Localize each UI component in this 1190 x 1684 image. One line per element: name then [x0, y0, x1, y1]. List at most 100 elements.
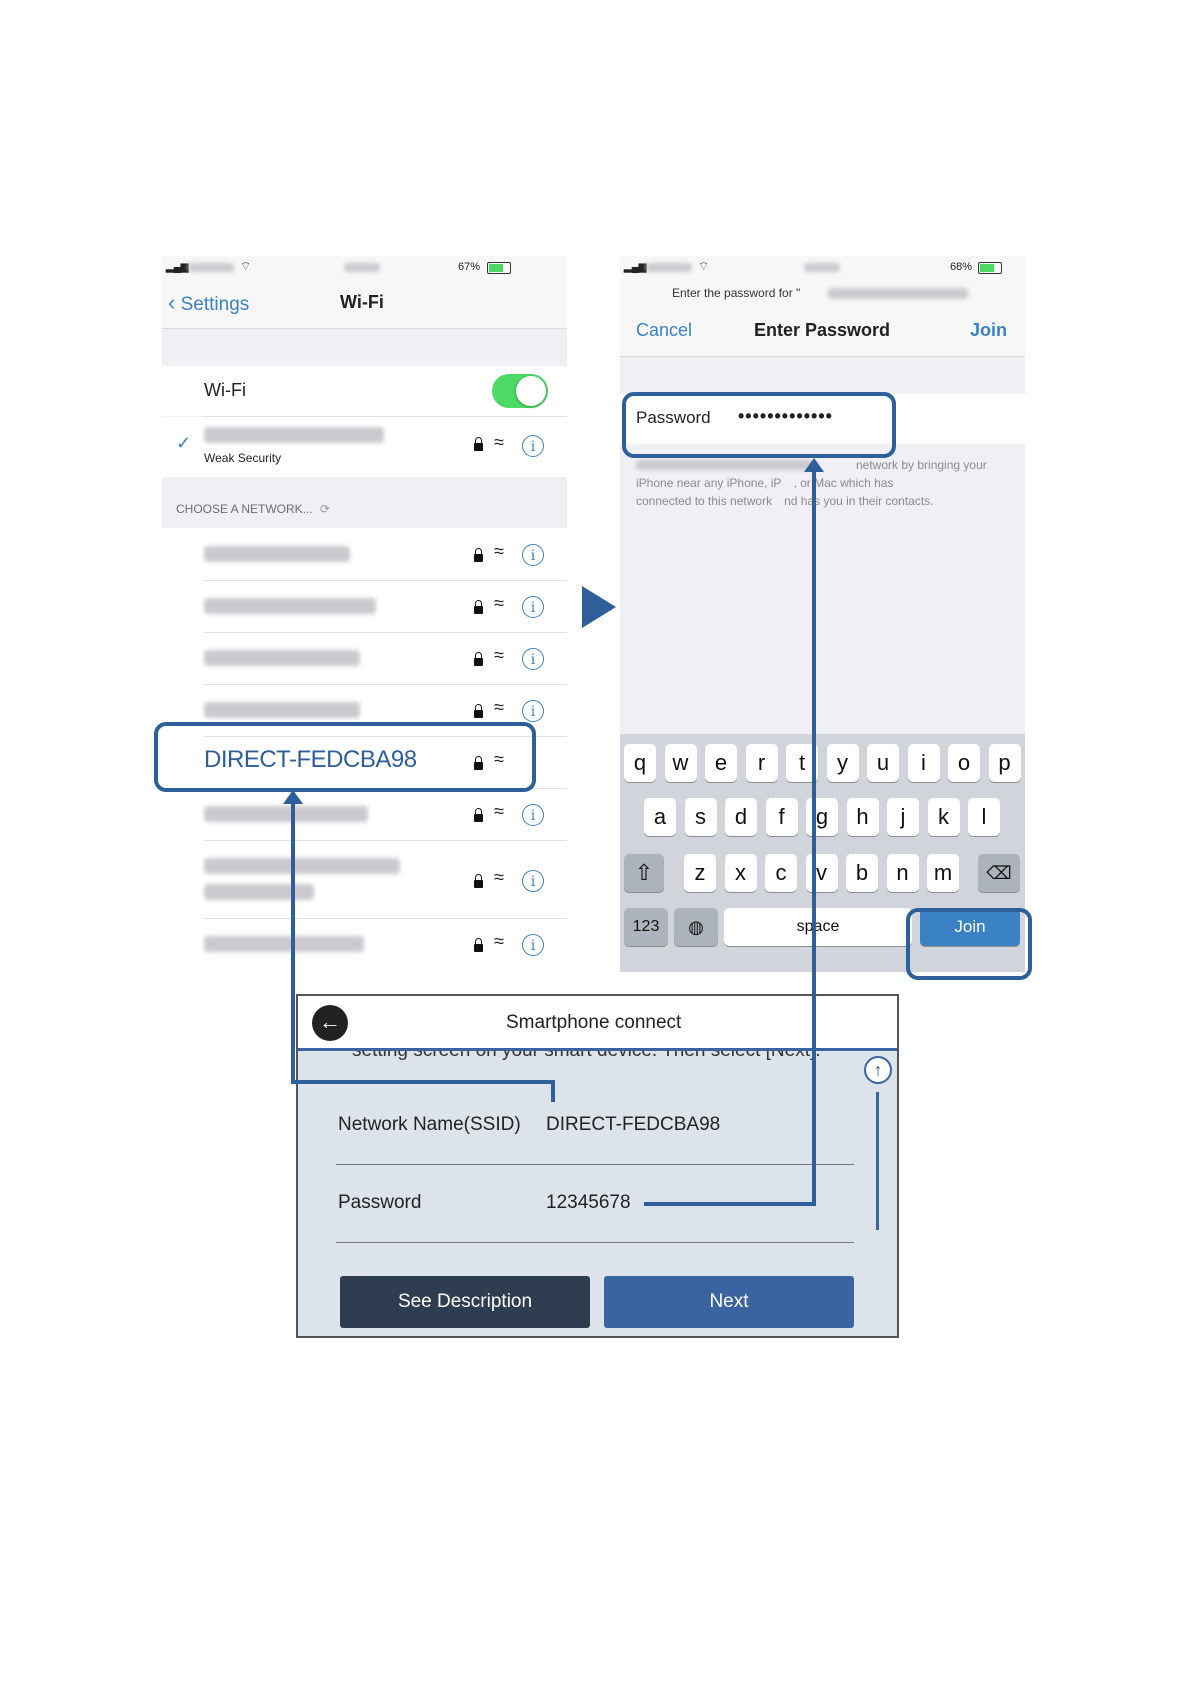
signal-icon: ▂▄▆ [166, 262, 189, 273]
wifi-icon: ≈ [494, 697, 504, 717]
delete-key[interactable]: ⌫ [978, 854, 1020, 892]
password-connector [644, 1202, 816, 1206]
password-field-row: Password ••••••••••••• [620, 394, 1025, 444]
wifi-status-icon: ⌔ [698, 259, 710, 273]
info-icon[interactable]: i [522, 544, 544, 566]
key-n[interactable]: n [886, 854, 919, 892]
lock-icon [474, 548, 483, 562]
info-icon[interactable]: i [522, 804, 544, 826]
chevron-left-icon: ‹ [168, 290, 176, 315]
wifi-toggle[interactable] [492, 374, 548, 408]
battery-percent: 67% [458, 261, 481, 273]
choose-network-header: CHOOSE A NETWORK... ⟳ [176, 502, 331, 516]
ssid-connector [551, 1080, 555, 1102]
globe-icon[interactable]: ◍ [674, 908, 718, 946]
key-d[interactable]: d [725, 798, 757, 836]
wifi-icon: ≈ [494, 432, 504, 452]
key-f[interactable]: f [765, 798, 798, 836]
ssid-value: DIRECT-FEDCBA98 [546, 1114, 721, 1135]
next-step-arrow [582, 586, 616, 628]
lock-icon [474, 704, 483, 718]
join-button[interactable]: Join [970, 320, 1008, 340]
lock-icon [474, 808, 483, 822]
info-icon[interactable]: i [522, 934, 544, 956]
nav-bar: Enter the password for " Cancel Enter Pa… [620, 278, 1025, 357]
enter-password-screen: ▂▄▆ ⌔ 68% Enter the password for " Cance… [620, 256, 1025, 972]
key-u[interactable]: u [867, 744, 899, 782]
ssid-label: Network Name(SSID) [338, 1114, 521, 1135]
network-list: ≈ i ≈ i ≈ i ≈ i DIRECT-FEDCBA98 ≈ ≈ i [162, 528, 567, 972]
space-key[interactable]: space [724, 908, 912, 946]
info-icon[interactable]: i [522, 648, 544, 670]
key-s[interactable]: s [684, 798, 717, 836]
key-i[interactable]: i [907, 744, 940, 782]
page-title: Wi-Fi [340, 292, 384, 312]
key-a[interactable]: a [644, 798, 676, 836]
ssid-connector [291, 800, 295, 1084]
wifi-toggle-row: Wi-Fi [162, 366, 567, 416]
battery-icon [487, 262, 511, 274]
arrow-up-icon [283, 790, 303, 804]
key-k[interactable]: k [927, 798, 960, 836]
info-text: network by bringing your iPhone near any… [636, 458, 987, 508]
key-l[interactable]: l [968, 798, 1000, 836]
highlighted-network-name[interactable]: DIRECT-FEDCBA98 [204, 746, 417, 773]
wifi-icon: ≈ [494, 541, 504, 561]
lock-icon [474, 437, 483, 451]
printer-panel: ← Smartphone connect setting screen on y… [296, 994, 899, 1338]
password-label: Password [338, 1192, 422, 1213]
key-r[interactable]: r [745, 744, 778, 782]
cancel-button[interactable]: Cancel [636, 320, 693, 340]
cut-instruction: setting screen on your smart device. The… [352, 1051, 821, 1062]
key-q[interactable]: q [624, 744, 656, 782]
next-button[interactable]: Next [604, 1276, 854, 1328]
wifi-icon: ≈ [494, 645, 504, 665]
key-x[interactable]: x [724, 854, 757, 892]
wifi-icon: ≈ [494, 749, 504, 769]
see-description-button[interactable]: See Description [340, 1276, 590, 1328]
info-icon[interactable]: i [522, 596, 544, 618]
key-o[interactable]: o [948, 744, 980, 782]
scroll-up-icon[interactable]: ↑ [864, 1056, 892, 1084]
lock-icon [474, 652, 483, 666]
battery-percent: 68% [950, 261, 973, 273]
keyboard-join-key[interactable]: Join [920, 908, 1020, 946]
back-arrow-icon[interactable]: ← [312, 1005, 348, 1041]
arrow-up-icon [804, 458, 824, 472]
checkmark-icon: ✓ [176, 433, 192, 453]
key-m[interactable]: m [927, 854, 959, 892]
key-g[interactable]: g [806, 798, 838, 836]
key-b[interactable]: b [846, 854, 878, 892]
key-w[interactable]: w [664, 744, 697, 782]
connected-network-row[interactable]: ✓ Weak Security ≈ i [162, 417, 567, 477]
wifi-icon: ≈ [494, 931, 504, 951]
key-e[interactable]: e [705, 744, 737, 782]
shift-key[interactable]: ⇧ [624, 854, 664, 892]
key-h[interactable]: h [846, 798, 879, 836]
key-z[interactable]: z [684, 854, 716, 892]
key-c[interactable]: c [765, 854, 797, 892]
key-j[interactable]: j [887, 798, 919, 836]
status-bar: ▂▄▆ ⌔ 67% [162, 256, 567, 278]
password-input[interactable]: ••••••••••••• [738, 406, 833, 426]
scrollbar[interactable] [876, 1092, 879, 1230]
lock-icon [474, 600, 483, 614]
key-p[interactable]: p [988, 744, 1021, 782]
wifi-icon: ≈ [494, 867, 504, 887]
lock-icon [474, 938, 483, 952]
info-icon[interactable]: i [522, 870, 544, 892]
numbers-key[interactable]: 123 [624, 908, 668, 946]
key-v[interactable]: v [805, 854, 838, 892]
back-button[interactable]: ‹ Settings [168, 290, 249, 316]
nav-bar: ‹ Settings Wi-Fi [162, 278, 567, 329]
info-icon[interactable]: i [522, 435, 544, 457]
network-callout [154, 722, 536, 792]
key-y[interactable]: y [826, 744, 859, 782]
info-icon[interactable]: i [522, 700, 544, 722]
password-value: 12345678 [546, 1192, 631, 1213]
wifi-settings-screen: ▂▄▆ ⌔ 67% ‹ Settings Wi-Fi Wi-Fi ✓ Weak … [162, 256, 567, 972]
password-prompt: Enter the password for " [672, 286, 801, 300]
password-label: Password [636, 408, 711, 427]
wifi-label: Wi-Fi [204, 380, 246, 400]
